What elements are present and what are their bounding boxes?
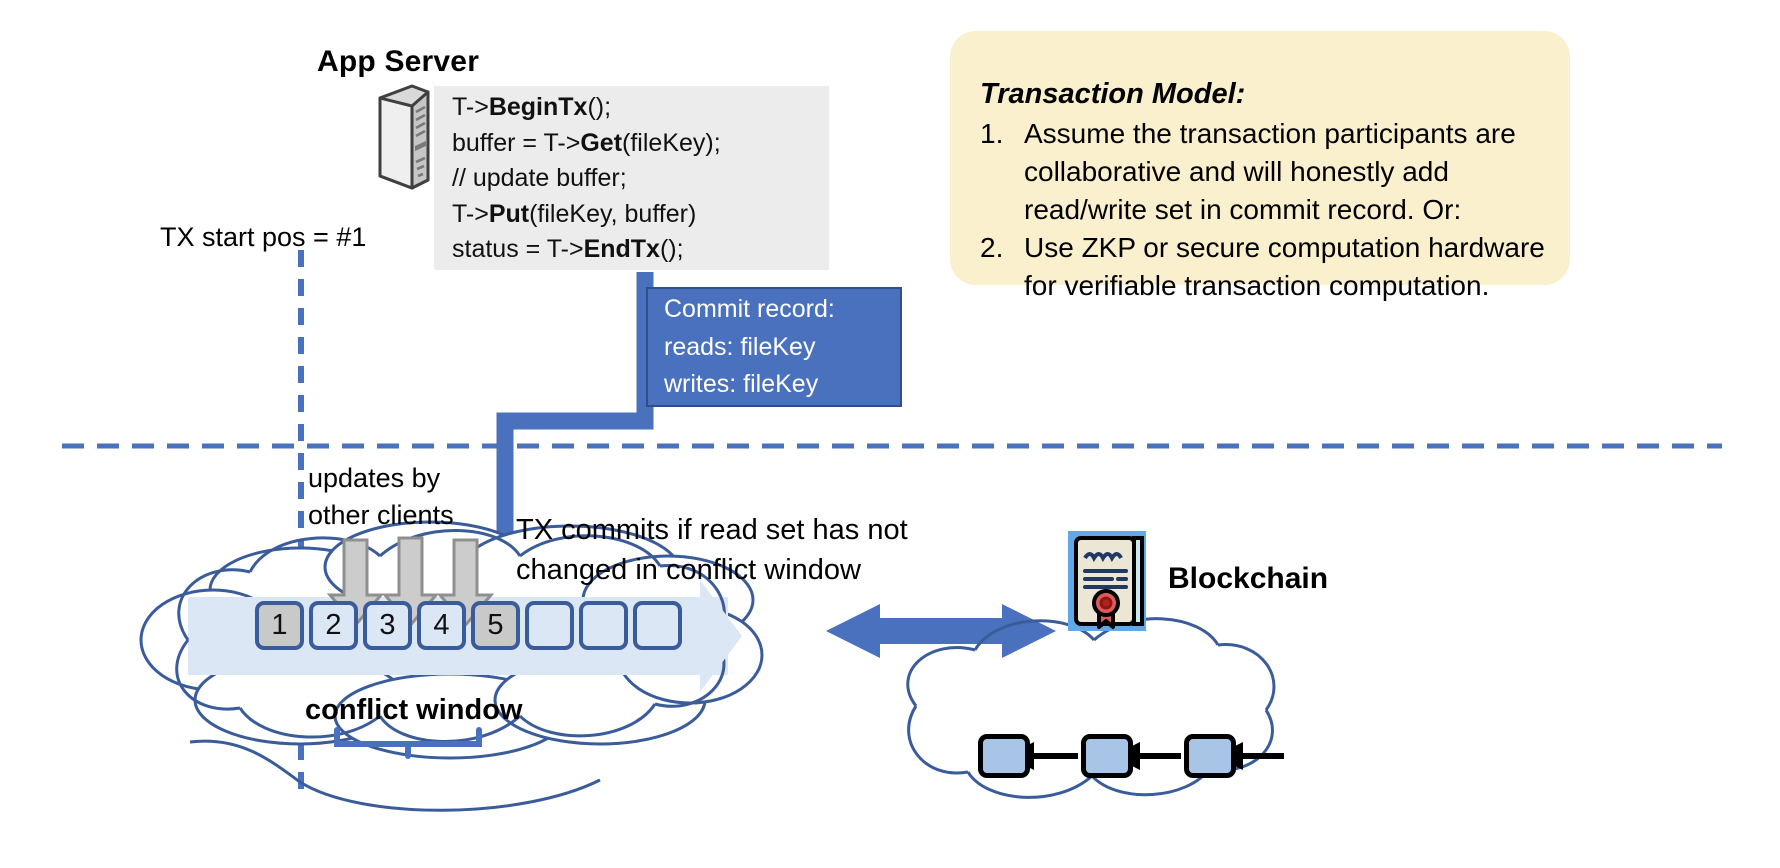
code-snippet-text: T->BeginTx(); buffer = T->Get(fileKey); … — [452, 90, 832, 268]
updates-label-line1: updates by — [308, 463, 441, 493]
list-item: 2. Use ZKP or secure computation hardwar… — [980, 229, 1560, 305]
code-line: T->Put(fileKey, buffer) — [452, 199, 697, 228]
code-snippet-box — [434, 86, 829, 270]
list-item: 1. Assume the transaction participants a… — [980, 115, 1560, 229]
code-line: status = T->EndTx(); — [452, 235, 684, 263]
blockchain-block[interactable] — [1081, 734, 1133, 778]
ledger-block[interactable]: 3 — [363, 601, 412, 650]
conflict-window-label: conflict window — [305, 694, 523, 726]
ledger-block[interactable]: 1 — [255, 601, 304, 650]
ledger-block[interactable]: 4 — [417, 601, 466, 650]
sync-double-arrow — [826, 604, 1056, 658]
conflict-window-brace — [334, 727, 482, 759]
ledger-cloud-outline — [175, 529, 726, 743]
list-item-text: Use ZKP or secure computation hardware f… — [1024, 232, 1545, 301]
app-server-title: App Server — [317, 45, 480, 78]
transaction-model-list: 1. Assume the transaction participants a… — [980, 115, 1560, 305]
conflict-window-leader-curve — [189, 739, 601, 812]
transaction-model-box — [950, 31, 1570, 285]
updates-by-other-clients-label: updates by other clients — [308, 460, 454, 534]
chain-link-arrows — [1006, 742, 1284, 770]
list-item-number: 1. — [980, 118, 1004, 149]
commit-record-title: Commit record: — [664, 295, 835, 323]
ledger-block[interactable] — [633, 601, 682, 650]
blockchain-block[interactable] — [978, 734, 1030, 778]
ledger-block[interactable] — [525, 601, 574, 650]
transaction-model-title: Transaction Model: — [980, 78, 1246, 110]
commits-label-line1: TX commits if read set has not — [516, 514, 908, 546]
server-icon — [378, 84, 430, 190]
ledger-block[interactable]: 5 — [471, 601, 520, 650]
tx-commits-label: TX commits if read set has not changed i… — [516, 510, 908, 590]
updates-label-line2: other clients — [308, 500, 454, 530]
certificate-icon — [1068, 531, 1146, 631]
blockchain-label: Blockchain — [1168, 562, 1329, 595]
commits-label-line2: changed in conflict window — [516, 554, 861, 586]
commit-record-box: Commit record: reads: fileKey writes: fi… — [646, 287, 902, 407]
ledger-cloud — [139, 520, 764, 760]
ledger-block[interactable] — [579, 601, 628, 650]
commit-record-reads: reads: fileKey — [664, 333, 816, 361]
tx-start-pos-label: TX start pos = #1 — [160, 222, 367, 252]
code-line: T->BeginTx(); — [452, 93, 612, 121]
ledger-block[interactable]: 2 — [309, 601, 358, 650]
blockchain-block[interactable] — [1184, 734, 1236, 778]
code-line: buffer = T->Get(fileKey); — [452, 128, 721, 157]
blockchain-cloud — [906, 617, 1276, 799]
code-line: // update buffer; — [452, 164, 627, 192]
commit-record-writes: writes: fileKey — [664, 370, 819, 398]
list-item-text: Assume the transaction participants are … — [1024, 118, 1516, 225]
list-item-number: 2. — [980, 232, 1004, 263]
